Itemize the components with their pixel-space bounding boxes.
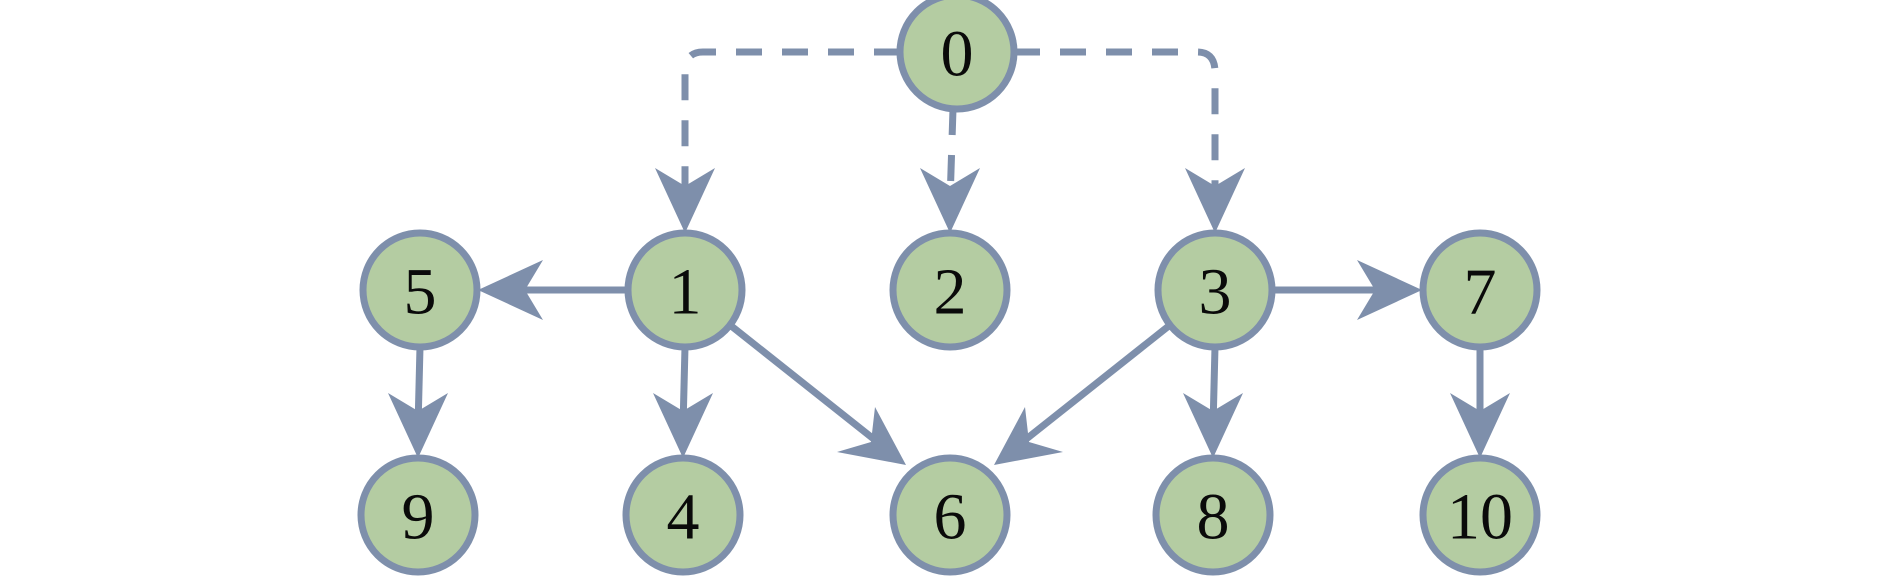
edge-1-to-5-arrowhead xyxy=(478,260,543,320)
node-9-circle xyxy=(357,454,479,576)
node-3-label: 3 xyxy=(1199,256,1232,329)
node-7-label: 7 xyxy=(1464,256,1497,329)
node-2[interactable]: 2 xyxy=(889,229,1011,351)
node-1-label: 1 xyxy=(669,256,702,329)
edge-1-to-6-arrowhead xyxy=(837,407,906,465)
edge-7-to-10[interactable] xyxy=(1450,347,1510,458)
node-6[interactable]: 6 xyxy=(889,454,1011,576)
edge-3-to-7[interactable] xyxy=(1272,260,1422,320)
edge-3-to-6-arrowhead xyxy=(994,407,1063,465)
edge-0-to-1-arrowhead xyxy=(655,168,715,233)
node-5-label: 5 xyxy=(404,256,437,329)
node-2-circle xyxy=(889,229,1011,351)
edge-1-to-5[interactable] xyxy=(478,260,628,320)
edge-3-to-8-arrowhead xyxy=(1183,393,1243,458)
node-6-circle xyxy=(889,454,1011,576)
node-8-label: 8 xyxy=(1197,481,1230,554)
edge-0-to-1[interactable] xyxy=(655,48,900,233)
edge-0-to-3[interactable] xyxy=(1014,48,1245,233)
edge-1-to-4-arrowhead xyxy=(653,393,713,458)
node-5[interactable]: 5 xyxy=(359,229,481,351)
node-10-label: 10 xyxy=(1447,481,1513,554)
node-8[interactable]: 8 xyxy=(1152,454,1274,576)
node-0-label: 0 xyxy=(941,18,974,91)
node-7[interactable]: 7 xyxy=(1419,229,1541,351)
node-3[interactable]: 3 xyxy=(1154,229,1276,351)
node-9[interactable]: 9 xyxy=(357,454,479,576)
node-3-circle xyxy=(1154,229,1276,351)
node-4-label: 4 xyxy=(667,481,700,554)
node-1-circle xyxy=(624,229,746,351)
node-10[interactable]: 10 xyxy=(1419,454,1541,576)
node-4-circle xyxy=(622,454,744,576)
edge-3-to-6-path xyxy=(1017,322,1173,447)
edge-0-to-2-path xyxy=(946,108,957,203)
edge-5-to-9-arrowhead xyxy=(388,393,448,458)
edge-1-to-6[interactable] xyxy=(727,322,906,465)
edge-0-to-1-path xyxy=(681,48,900,202)
node-6-label: 6 xyxy=(934,481,967,554)
node-5-circle xyxy=(359,229,481,351)
edge-layer xyxy=(388,48,1510,465)
edge-7-to-10-arrowhead xyxy=(1450,393,1510,458)
edge-1-to-4[interactable] xyxy=(653,346,713,458)
edge-0-to-3-path xyxy=(1014,48,1219,202)
node-1[interactable]: 1 xyxy=(624,229,746,351)
node-7-circle xyxy=(1419,229,1541,351)
edge-1-to-6-path xyxy=(727,322,883,447)
edge-3-to-6[interactable] xyxy=(994,322,1173,465)
node-8-circle xyxy=(1152,454,1274,576)
edge-3-to-8[interactable] xyxy=(1183,346,1243,458)
node-0[interactable]: 0 xyxy=(896,0,1018,113)
edge-0-to-2-arrowhead xyxy=(920,168,980,233)
node-layer: 0 1 2 3 5 7 xyxy=(357,0,1541,576)
node-2-label: 2 xyxy=(934,256,967,329)
node-0-circle xyxy=(896,0,1018,113)
node-10-circle xyxy=(1419,454,1541,576)
node-9-label: 9 xyxy=(402,481,435,554)
edge-5-to-9[interactable] xyxy=(388,346,448,458)
edge-0-to-3-arrowhead xyxy=(1185,168,1245,233)
node-4[interactable]: 4 xyxy=(622,454,744,576)
edge-0-to-2[interactable] xyxy=(920,108,980,233)
edge-3-to-7-arrowhead xyxy=(1357,260,1422,320)
